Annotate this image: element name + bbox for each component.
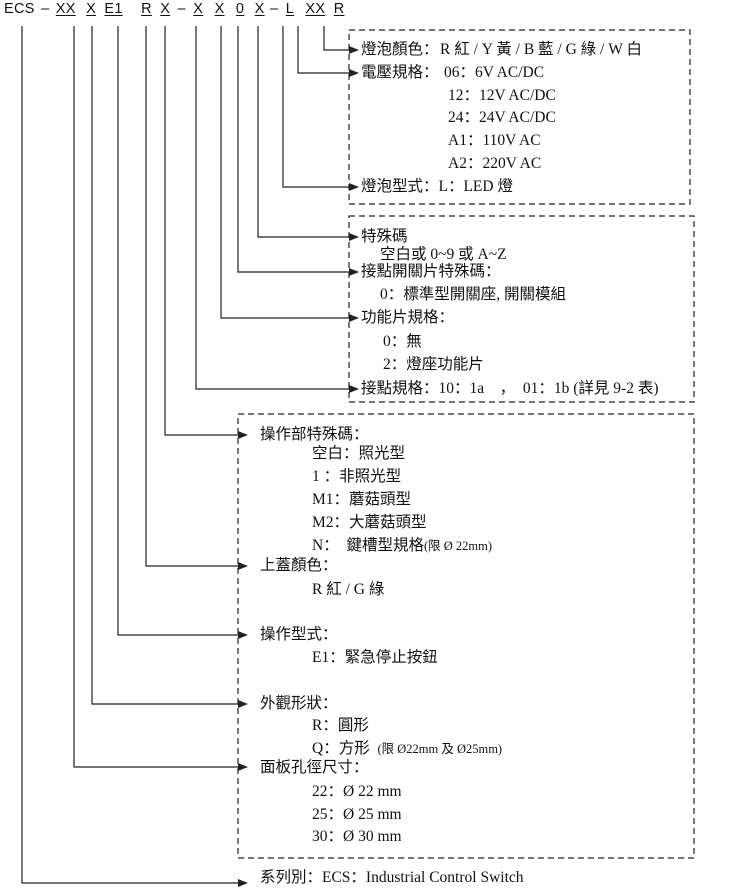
- bulb-color-options: R 紅 / Y 黃 / B 藍 / G 綠 / W 白: [440, 41, 642, 58]
- function-module-item: 2：燈座功能片: [383, 356, 484, 373]
- operator-special-item-n: N： 鍵槽型規格(限 Ø 22mm): [312, 537, 492, 555]
- leader-contact-spec: [195, 26, 349, 390]
- leader-bulb-color: [323, 26, 349, 51]
- arrow-hole-size: [238, 763, 248, 771]
- arrow-cover-color: [238, 562, 248, 570]
- arrow-function-module: [349, 314, 359, 322]
- leader-special-code: [257, 26, 349, 238]
- code-shape: X: [86, 1, 97, 17]
- code-dash: –: [177, 1, 186, 17]
- shape-item-r: R：圓形: [312, 717, 369, 734]
- leader-series: [21, 26, 238, 884]
- cover-color-label: 上蓋顏色：: [260, 557, 338, 574]
- leader-hole-size: [73, 26, 238, 768]
- code-dash: –: [269, 1, 279, 17]
- code-special: X: [254, 1, 265, 17]
- arrow-contact-spec: [349, 385, 359, 393]
- shape-label: 外觀形狀：: [260, 695, 338, 712]
- code-bulb-color: R: [333, 1, 345, 17]
- group-box-contact: [348, 215, 695, 403]
- operator-special-item: M2：大蘑菇頭型: [312, 514, 427, 531]
- hole-size-item: 22：Ø 22 mm: [312, 783, 402, 800]
- operator-special-item: 空白：照光型: [312, 445, 406, 462]
- leader-operator-special: [164, 26, 238, 436]
- n-item-note: (限 Ø 22mm): [423, 539, 493, 553]
- q-item-note: (限 Ø22mm 及 Ø25mm): [377, 742, 503, 756]
- series-label: 系列別：ECS：Industrial Control Switch: [260, 869, 524, 886]
- operator-type-label: 操作型式：: [260, 626, 338, 643]
- code-bulb-type: L: [285, 1, 295, 17]
- code-dash: –: [41, 1, 50, 17]
- bulb-color-label: 燈泡顏色：: [361, 41, 439, 58]
- leader-cover-color: [145, 26, 238, 567]
- arrow-shape: [238, 700, 248, 708]
- code-contact-spec: X: [193, 1, 204, 17]
- voltage-item: A1：110V AC: [448, 132, 541, 149]
- special-code-value: 空白或 0~9 或 A~Z: [380, 246, 507, 263]
- contact-spec: 接點規格：10：1a ， 01：1b (詳見 9-2 表): [361, 380, 659, 397]
- code-cover-color: R: [141, 1, 152, 17]
- shape-item-q: Q：方形 (限 Ø22mm 及 Ø25mm): [312, 740, 502, 758]
- leader-shape: [91, 26, 238, 705]
- contact-special-value: 0：標準型開關座, 開關模組: [380, 286, 567, 303]
- arrow-bulb-color: [349, 46, 359, 54]
- function-module-label: 功能片規格：: [361, 309, 455, 326]
- leader-contact-special: [237, 26, 349, 273]
- operator-special-item: M1：蘑菇頭型: [312, 491, 412, 508]
- q-item-text: Q：方形: [312, 740, 370, 757]
- voltage-item: 12：12V AC/DC: [448, 87, 556, 104]
- leader-bulb-type: [282, 26, 349, 188]
- code-hole-size: XX: [55, 1, 76, 17]
- hole-size-item: 25：Ø 25 mm: [312, 806, 402, 823]
- hole-size-item: 30：Ø 30 mm: [312, 828, 402, 845]
- contact-special-label: 接點開關片特殊碼：: [361, 263, 501, 280]
- voltage-item: A2：220V AC: [448, 155, 542, 172]
- special-code-label: 特殊碼: [361, 228, 408, 245]
- arrow-series: [238, 879, 248, 887]
- cover-color-value: R 紅 / G 綠: [312, 581, 385, 598]
- code-voltage: XX: [305, 1, 326, 17]
- arrow-operator-special: [238, 431, 248, 439]
- hole-size-label: 面板孔徑尺寸：: [260, 759, 369, 776]
- arrow-special-code: [349, 233, 359, 241]
- code-operator-special: X: [160, 1, 171, 17]
- arrow-contact-special: [349, 268, 359, 276]
- leader-operator-type: [117, 26, 238, 636]
- code-prefix: ECS: [4, 1, 35, 17]
- voltage-item: 06：6V AC/DC: [444, 64, 545, 81]
- function-module-item: 0：無: [383, 333, 422, 350]
- voltage-item: 24：24V AC/DC: [448, 109, 556, 126]
- leader-function-module: [220, 26, 349, 319]
- leader-voltage: [297, 26, 349, 74]
- arrow-operator-type: [238, 631, 248, 639]
- arrow-bulb-type: [349, 183, 359, 191]
- operator-type-value: E1：緊急停止按鈕: [312, 649, 438, 666]
- ordering-code: ECS – XX X E1 R X – X X 0 X – L XX R: [4, 1, 344, 17]
- voltage-label: 電壓規格：: [361, 64, 439, 81]
- group-box-indicator: [348, 29, 691, 205]
- code-operator-type: E1: [104, 1, 123, 17]
- bulb-type: 燈泡型式：L：LED 燈: [361, 178, 513, 195]
- operator-special-item: 1 ：非照光型: [312, 468, 402, 485]
- code-function-module: X: [214, 1, 225, 17]
- n-item-text: N： 鍵槽型規格: [312, 537, 424, 554]
- code-contact-special: 0: [235, 1, 245, 17]
- arrow-voltage: [349, 69, 359, 77]
- operator-special-label: 操作部特殊碼：: [260, 426, 369, 443]
